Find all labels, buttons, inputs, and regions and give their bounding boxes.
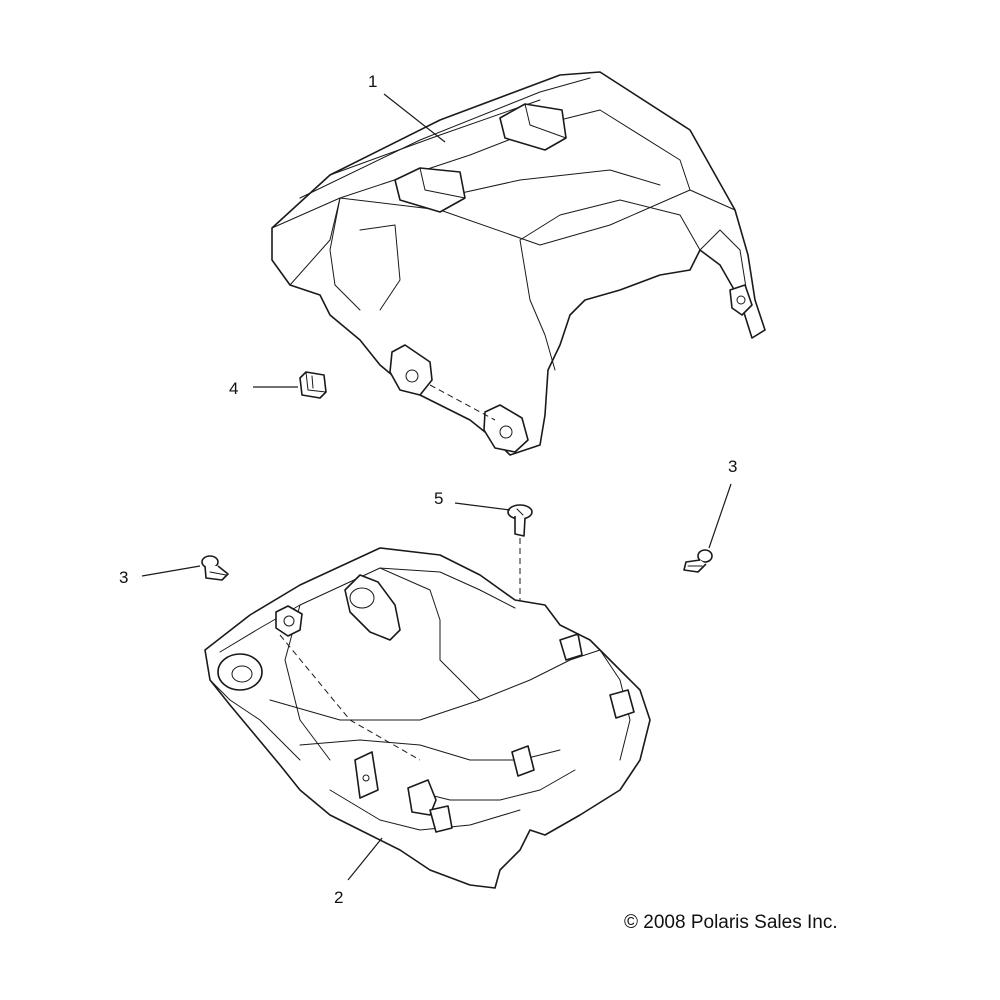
lower-cover-part (204, 547, 651, 889)
clip-nut-part (299, 371, 327, 399)
leader-line-3-left (141, 565, 201, 577)
leader-line-1 (383, 93, 446, 143)
upper-cover-part (271, 71, 766, 456)
leader-line-3-right (708, 483, 732, 549)
callout-2: 2 (334, 888, 344, 907)
leader-line-2 (347, 837, 383, 881)
callout-3-right: 3 (728, 457, 738, 476)
bolt-part-3-right (683, 549, 713, 573)
callout-5: 5 (434, 489, 444, 508)
copyright-notice: © 2008 Polaris Sales Inc. (624, 912, 838, 933)
callout-4: 4 (229, 379, 239, 398)
leader-line-5 (454, 502, 511, 511)
callout-3-left: 3 (119, 568, 129, 587)
bolt-part-3-left (201, 555, 229, 581)
callout-1: 1 (368, 72, 378, 91)
